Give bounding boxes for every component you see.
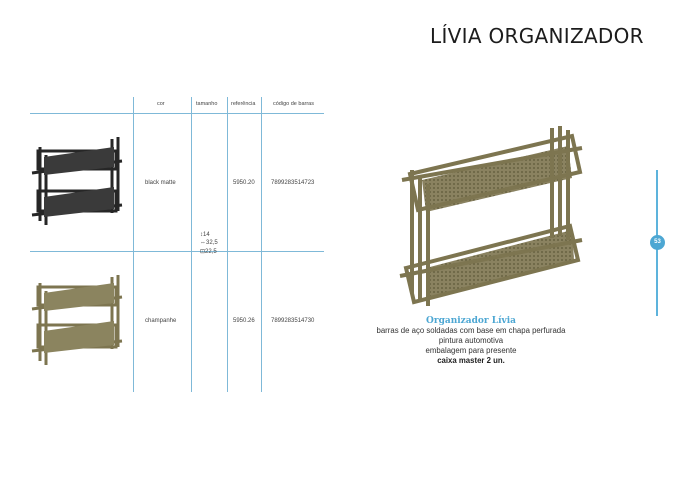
cell-referencia: 5950.26 (233, 318, 255, 324)
header-cor: cor (157, 101, 165, 107)
header-divider (30, 113, 324, 114)
product-name: Organizador Lívia (425, 316, 516, 326)
description-line: caixa master 2 un. (437, 356, 505, 365)
size-depth: ⊡22,5 (200, 249, 217, 255)
size-height: ↕14 (200, 232, 210, 238)
cell-referencia: 5950.20 (233, 180, 255, 186)
header-codigo: código de barras (273, 101, 314, 107)
header-tamanho: tamanho (196, 101, 218, 107)
description-line: pintura automotiva (438, 336, 504, 345)
cell-codigo: 7899283514723 (271, 180, 315, 186)
column-divider (227, 97, 228, 392)
header-referencia: referência (231, 101, 256, 107)
column-divider (133, 97, 134, 392)
page-title: LÍVIA ORGANIZADOR (430, 24, 644, 48)
product-image-black (31, 137, 123, 225)
size-width: ⇔32,5 (200, 240, 218, 246)
cell-codigo: 7899283514730 (271, 318, 315, 324)
column-divider (261, 97, 262, 392)
cell-cor: black matte (145, 180, 176, 186)
product-description: Organizador Lívia barras de aço soldadas… (372, 316, 570, 366)
page-number: 53 (650, 235, 665, 250)
cell-cor: champanhe (145, 318, 177, 324)
description-line: embalagem para presente (425, 346, 517, 355)
product-image-champanhe (31, 275, 123, 365)
row-divider (30, 251, 324, 252)
product-image-main (399, 126, 583, 306)
description-line: barras de aço soldadas com base em chapa… (376, 326, 566, 335)
column-divider (191, 97, 192, 392)
